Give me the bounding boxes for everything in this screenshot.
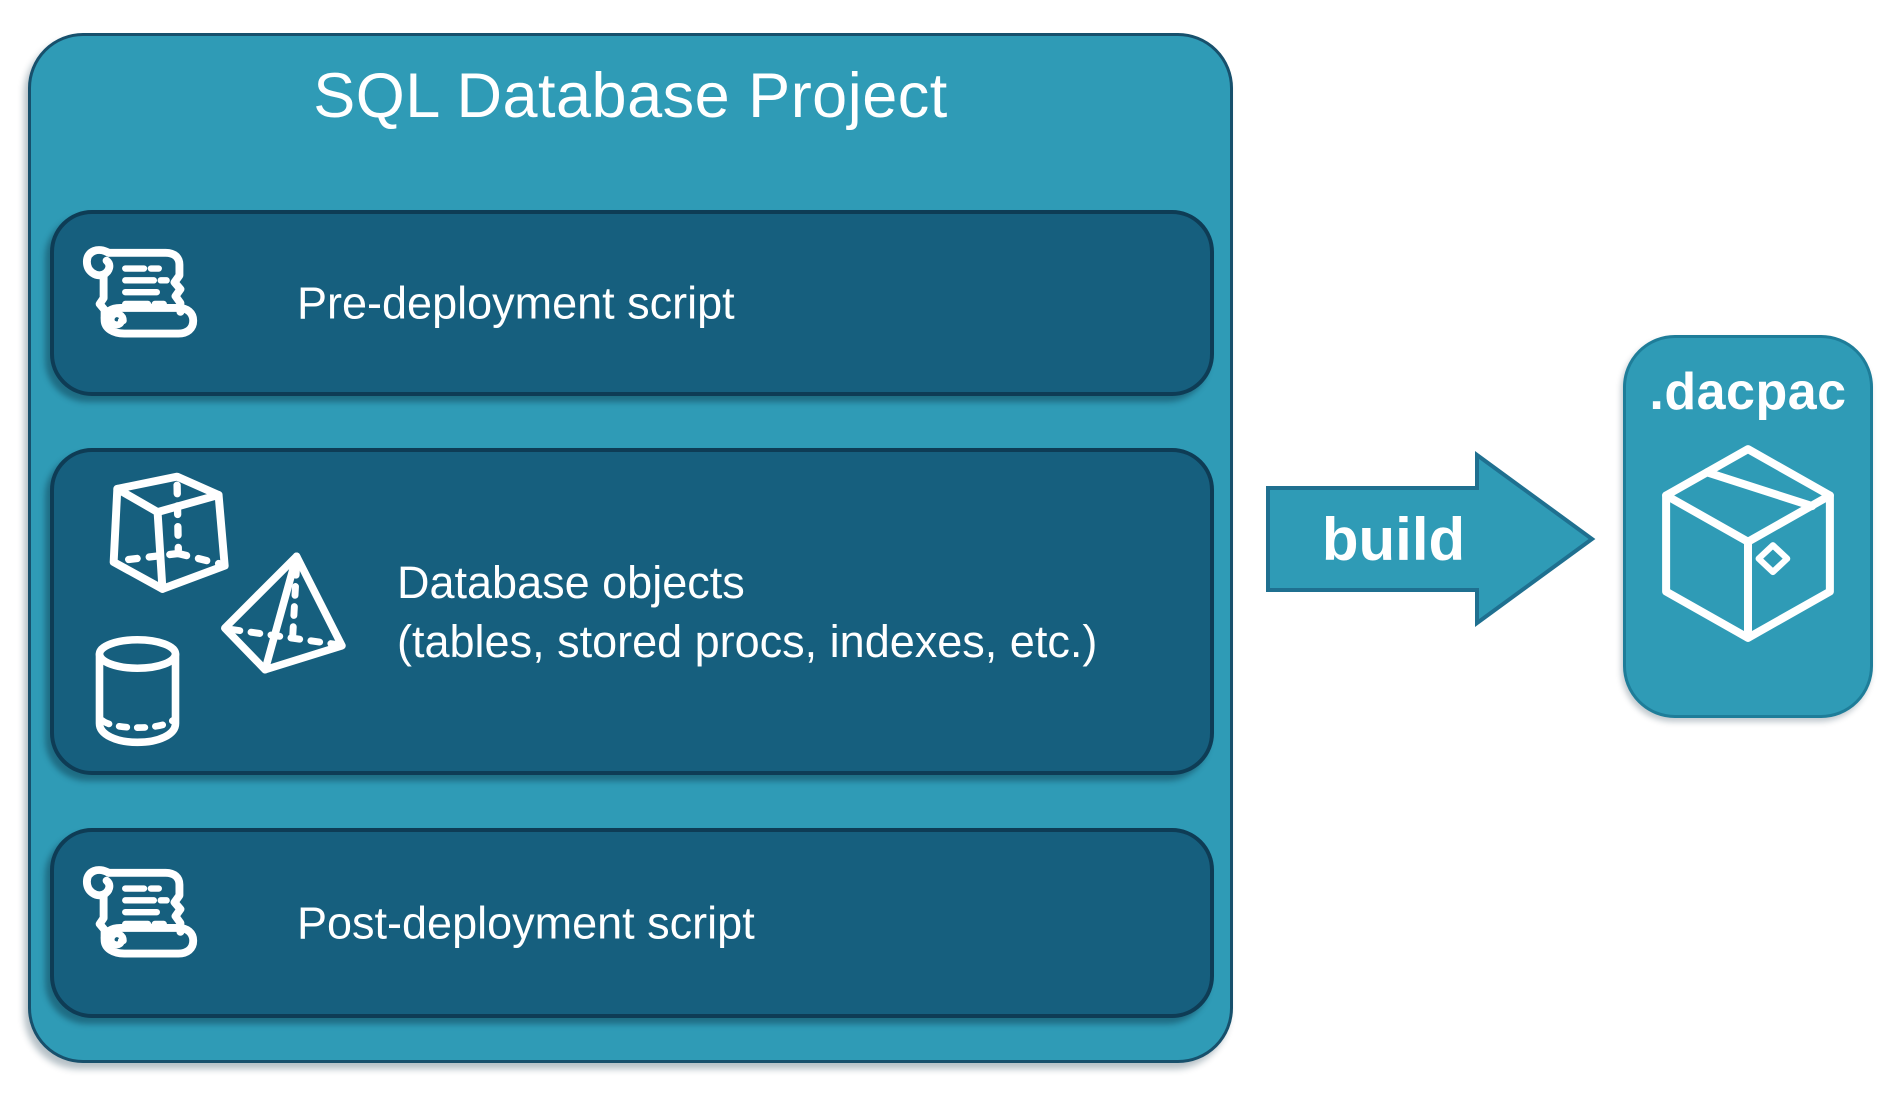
panel-database-objects: Database objects (tables, stored procs, …	[50, 448, 1214, 775]
panel-pre-deployment-script: Pre-deployment script	[50, 210, 1214, 396]
panel-label-pre-deployment: Pre-deployment script	[297, 277, 735, 329]
dacpac-label: .dacpac	[1649, 363, 1847, 421]
sql-database-project-container: SQL Database Project P	[28, 33, 1233, 1063]
database-objects-line2: (tables, stored procs, indexes, etc.)	[397, 615, 1098, 667]
cylinder-icon	[90, 632, 185, 752]
database-objects-line1: Database objects	[397, 556, 745, 608]
build-arrow-label: build	[1321, 505, 1466, 573]
package-icon	[1659, 442, 1837, 645]
build-arrow	[1266, 451, 1596, 627]
panel-label-post-deployment: Post-deployment script	[297, 897, 755, 949]
pyramid-icon	[214, 550, 354, 676]
panel-label-database-objects: Database objects (tables, stored procs, …	[397, 553, 1097, 671]
cube-icon	[109, 472, 232, 596]
panel-post-deployment-script: Post-deployment script	[50, 828, 1214, 1018]
scroll-icon	[79, 242, 207, 364]
dacpac-container: .dacpac	[1623, 335, 1873, 718]
project-title: SQL Database Project	[313, 61, 948, 131]
scroll-icon	[79, 862, 207, 984]
